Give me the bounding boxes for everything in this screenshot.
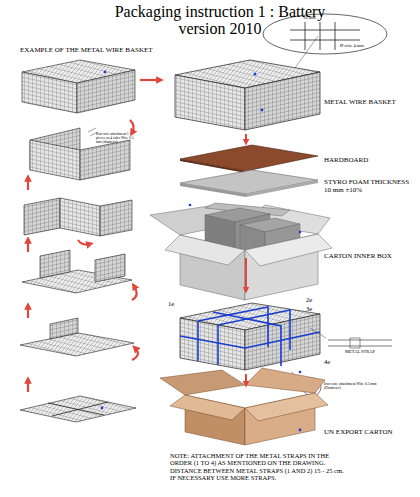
dimension: 10 mm: [303, 15, 333, 20]
note-text: NOTE: ATTACHMENT OF THE METAL STRAPS IN …: [170, 452, 345, 482]
part-name: STYRO FOAM THICKNESS 10 mm ±10%: [324, 178, 414, 194]
page-title: Packaging instruction 1 : Battery versio…: [95, 4, 345, 38]
detail-note: Iron wire attachment 5 pieces on 4 sides…: [96, 132, 136, 144]
section-heading: EXAMPLE OF THE METAL WIRE BASKET: [20, 46, 170, 54]
part-name: UN EXPORT CARTON: [324, 428, 414, 436]
callout-number: 3e: [306, 305, 320, 312]
part-name: METAL STRAP: [345, 349, 405, 354]
dimension: Ø wire 4 mm: [340, 43, 380, 48]
callout-number: 1e: [168, 300, 182, 307]
part-name: METAL WIRE BASKET: [324, 98, 414, 106]
detail-note: Iron wire attachment Wire 0.5 mm (Diamet…: [324, 382, 394, 391]
callout-number: 2e: [306, 296, 320, 303]
part-name: HARDBOARD: [324, 156, 414, 164]
callout-number: 4e: [324, 358, 338, 365]
part-name: CARTON INNER BOX: [324, 252, 414, 260]
